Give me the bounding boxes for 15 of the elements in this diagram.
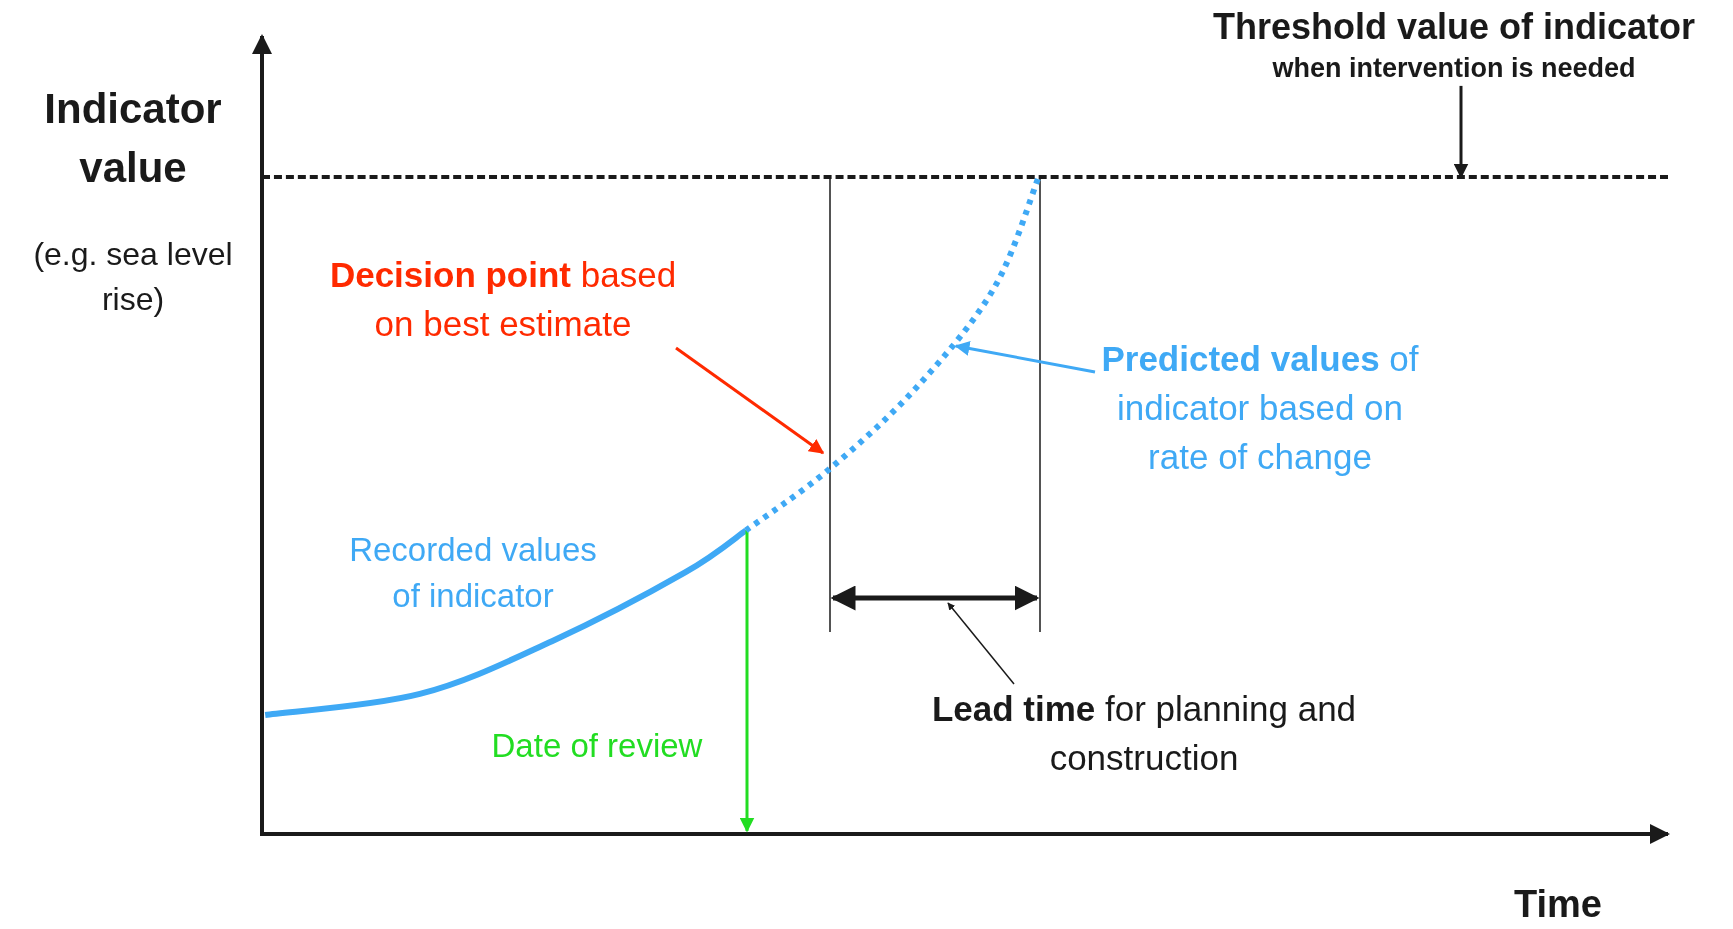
- annotation-text: (e.g. sea level rise): [32, 235, 234, 319]
- annotation-text: Predicted values of indicator based on rate of change: [1100, 338, 1420, 478]
- annotation-text: Decision point based on best estimate: [328, 254, 678, 345]
- threshold-line: [262, 175, 1668, 179]
- annotation-text: Date of review: [490, 726, 704, 766]
- axis-title: Time: [1513, 885, 1603, 923]
- annotation-text: Lead time for planning and construction: [930, 688, 1358, 779]
- predicted-curve: [744, 175, 1042, 533]
- annotation-text: when intervention is needed: [1271, 51, 1637, 85]
- annotation-text: Threshold value of indicator: [1211, 5, 1697, 49]
- leader-arrow: [675, 346, 825, 455]
- leader-arrow: [954, 341, 1096, 374]
- axis-title: Indicator value: [43, 84, 223, 193]
- annotation-text: Recorded values of indicator: [348, 530, 598, 617]
- leader-arrow: [947, 602, 1015, 685]
